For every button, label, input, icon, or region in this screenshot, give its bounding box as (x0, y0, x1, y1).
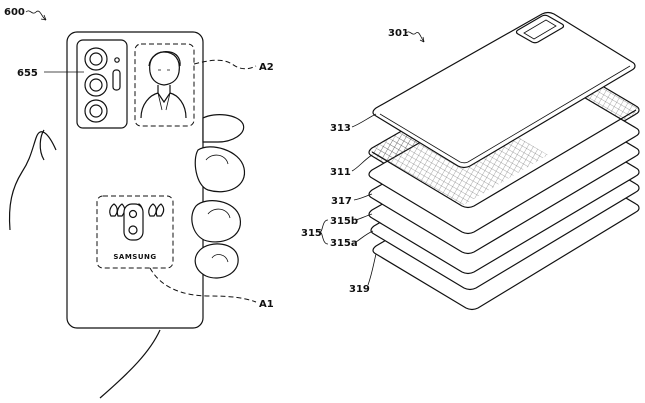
ref-313-leader (351, 113, 377, 128)
camera-lens-2-inner (89, 78, 103, 92)
ref-600-arrow (25, 10, 47, 21)
camera-lens-1-inner (89, 52, 103, 66)
region-a1 (96, 195, 174, 269)
left-hand-thumb (8, 131, 57, 231)
ref-317-leader (353, 193, 373, 201)
camera-lens-3-inner (89, 104, 103, 118)
ref-315b-label: 315b (330, 216, 358, 227)
camera-sensor-dot (114, 57, 120, 63)
portrait-icon (140, 51, 187, 119)
ref-600-arrowhead (40, 14, 47, 21)
a1-leader (149, 267, 257, 303)
finger-3 (191, 200, 241, 243)
finger-4 (194, 243, 239, 279)
ref-313-label: 313 (330, 123, 351, 134)
finger-nail-3 (211, 254, 229, 263)
ref-301-label: 301 (388, 28, 409, 39)
finger-2 (194, 146, 246, 193)
ref-319-label: 319 (349, 284, 370, 295)
left-hand-thumb-tip (39, 129, 45, 161)
sensor-dot-bottom (128, 225, 138, 235)
ref-655-label: 655 (17, 68, 38, 79)
finger-1 (202, 114, 245, 143)
camera-lens-3 (84, 99, 108, 123)
sensor-dot-top (128, 209, 138, 219)
camera-window-inner (523, 19, 557, 40)
ref-315a-leader (355, 230, 374, 243)
brand-logo-text: SAMSUNG (113, 253, 156, 261)
ref-301-arrow (405, 31, 425, 43)
layer-stack-illustration: 301 313 311 317 (301, 11, 640, 311)
finger-nail-2 (207, 208, 231, 219)
ref-600-label: 600 (4, 7, 25, 18)
ref-315-brace (319, 219, 329, 245)
camera-lens-2 (84, 73, 108, 97)
a2-leader (193, 59, 257, 70)
phone-illustration: 600 655 (4, 7, 274, 399)
ref-317-label: 317 (331, 196, 352, 207)
hand-wrist-line (99, 329, 161, 399)
finger-nail-1 (205, 154, 229, 165)
ref-315b-leader (355, 213, 373, 221)
ref-a2-label: A2 (259, 62, 274, 73)
layer-311-edge (371, 109, 637, 209)
layer-313-inner-edge (379, 65, 631, 164)
ref-301-arrowhead (419, 36, 425, 43)
ref-319-leader (367, 253, 377, 286)
camera-flash (112, 69, 121, 91)
layer-313-back-cover (372, 11, 636, 169)
ref-315a-label: 315a (330, 238, 358, 249)
ref-311-leader (351, 154, 373, 172)
ref-311-label: 311 (330, 167, 351, 178)
sensor-module (123, 203, 144, 241)
camera-lens-1 (84, 47, 108, 71)
ref-a1-label: A1 (259, 299, 274, 310)
ref-315-label: 315 (301, 228, 322, 239)
region-a2 (134, 43, 195, 127)
